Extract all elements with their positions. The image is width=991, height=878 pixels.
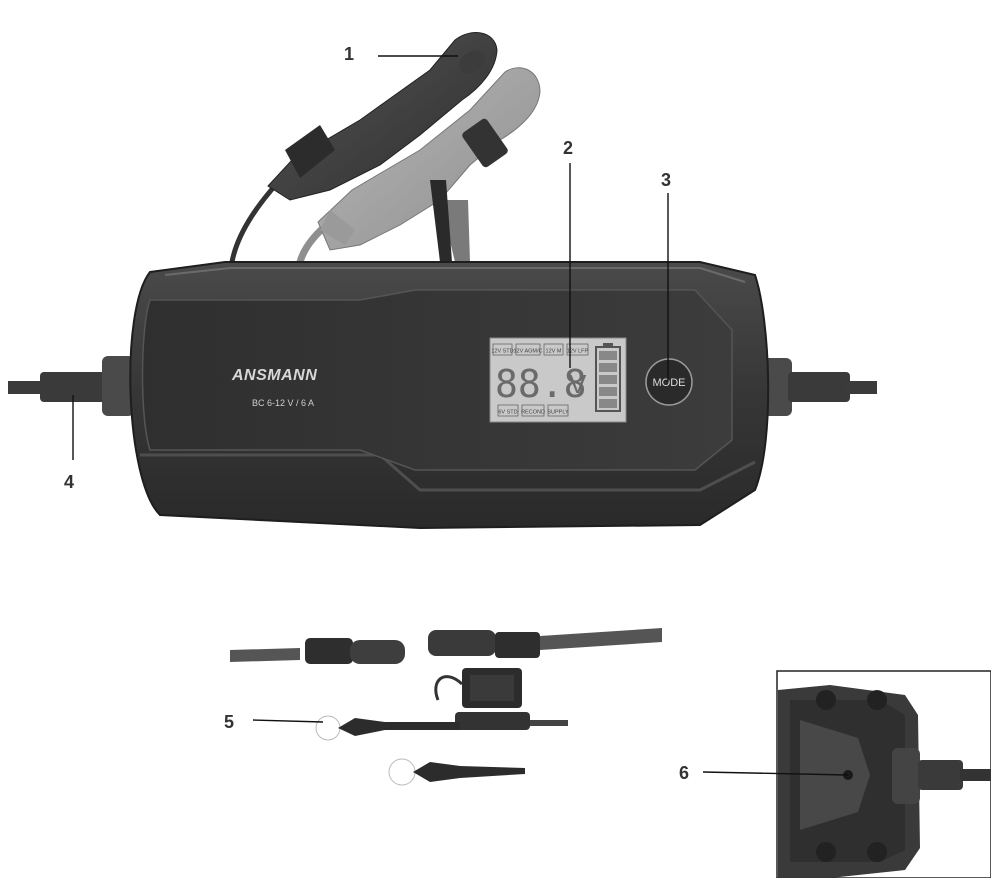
lcd-label-text: 12V STD [491, 349, 513, 355]
right-cable-stub [845, 381, 877, 394]
lcd-label-box [497, 404, 519, 417]
leader-lines [72, 55, 849, 776]
lcd-unit: V [569, 369, 587, 399]
light-clamp [317, 67, 541, 262]
charger-body [8, 261, 877, 530]
accessory-cables [230, 628, 662, 786]
dark-clamp [267, 32, 498, 262]
lcd-digits: 88.8 [495, 362, 587, 406]
brand-logo: ANSMANN [231, 367, 317, 384]
callout-6: 6 [679, 763, 690, 783]
mode-button[interactable]: MODE [645, 358, 693, 406]
lcd-label-box [566, 343, 589, 356]
leader-6 [702, 771, 849, 776]
lcd-label-text: 6V STD [498, 410, 517, 416]
leader-5 [252, 719, 324, 723]
callout-1: 1 [344, 44, 355, 64]
mode-label: MODE [653, 377, 686, 389]
dark-cable [229, 178, 282, 263]
lcd-label-text: RECOND [521, 410, 545, 416]
lcd-label-text: SUPPLY [547, 410, 569, 416]
battery-gauge-icon [595, 343, 621, 412]
model-label: BC 6-12 V / 6 A [252, 398, 314, 408]
callout-2: 2 [563, 138, 574, 158]
lcd-label-box [547, 404, 569, 417]
lcd-label-box [521, 404, 545, 417]
battery-clamps [229, 32, 541, 264]
lcd-label-box [492, 343, 513, 356]
front-panel [141, 289, 733, 471]
lcd-label-text: 12V LFP [567, 349, 589, 355]
lcd-label-box [515, 343, 541, 356]
callout-4: 4 [64, 472, 75, 492]
lcd-label-text: 12V AGM/C [513, 349, 542, 355]
lcd-label-text: 12V M [546, 349, 562, 355]
callout-5: 5 [224, 712, 235, 732]
lcd-label-box [543, 343, 564, 356]
callout-3: 3 [661, 170, 672, 190]
